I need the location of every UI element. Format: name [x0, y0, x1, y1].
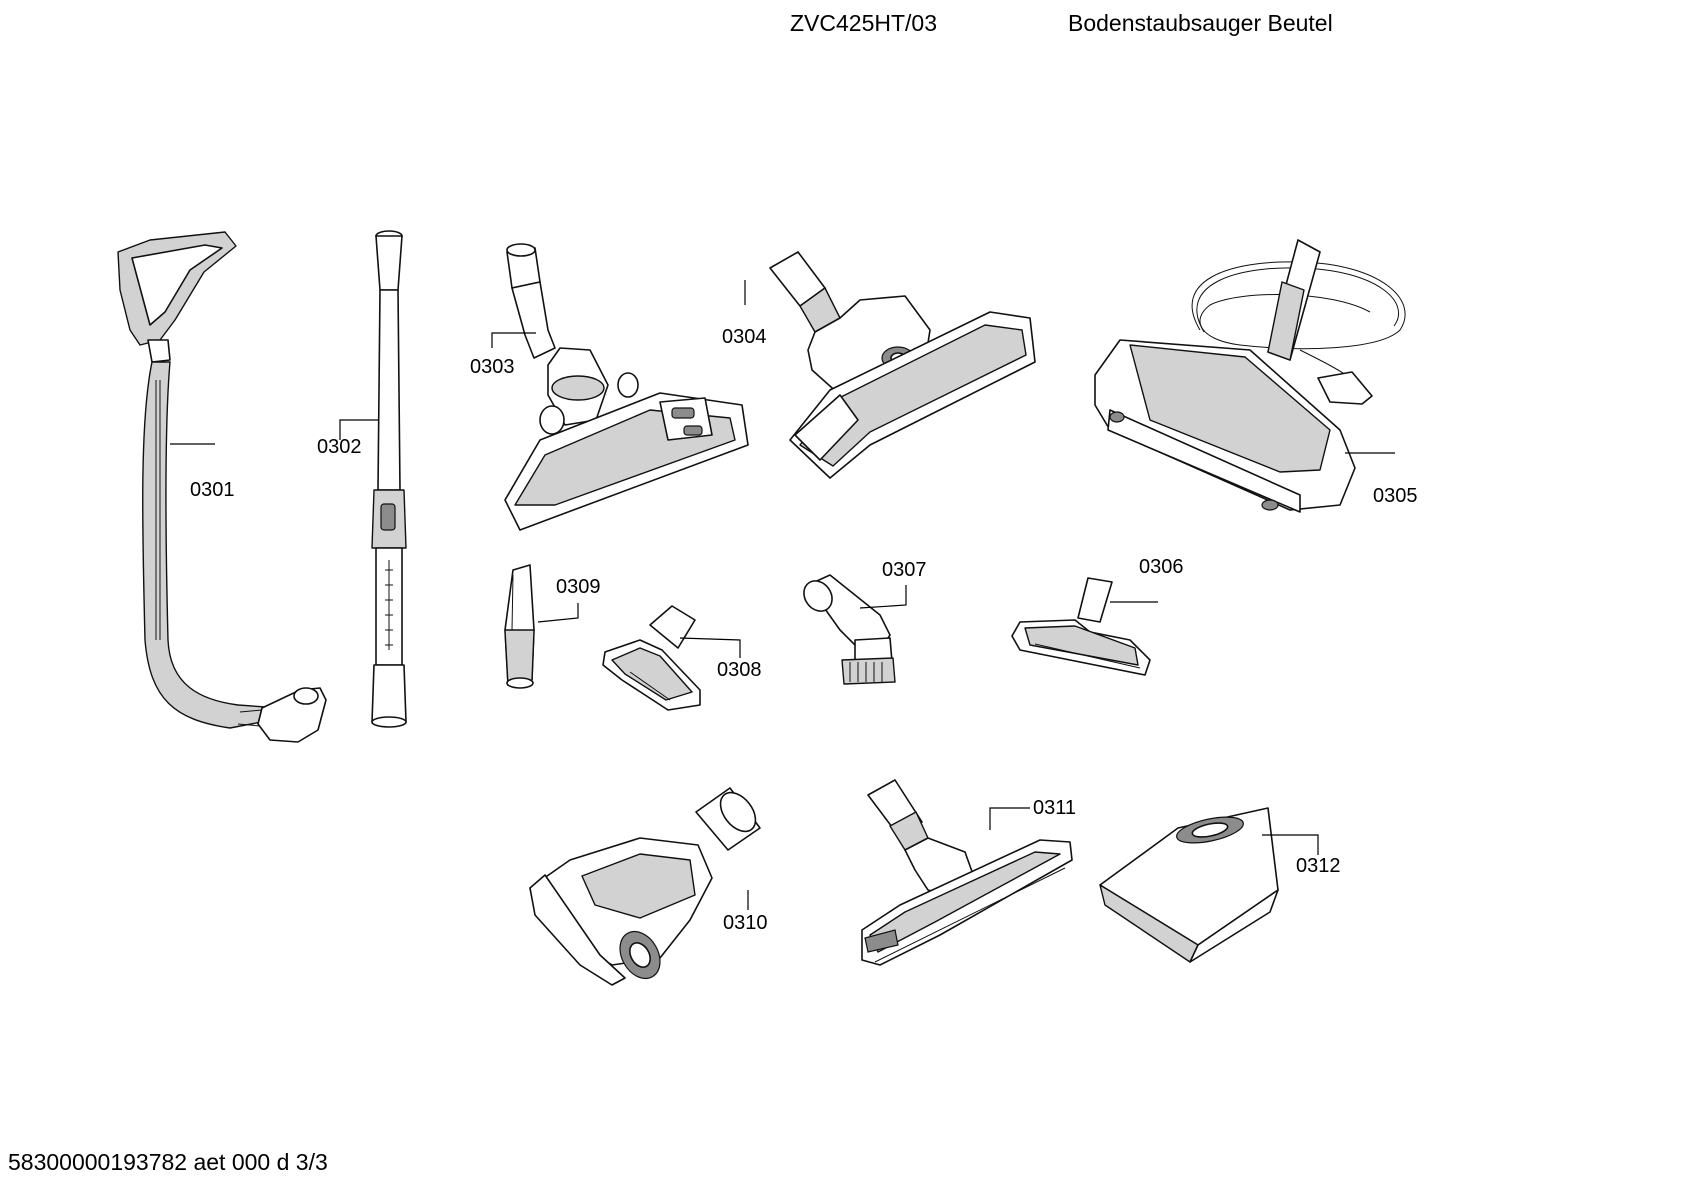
leader-line-0311 [989, 807, 1030, 830]
upholstery-nozzle-icon[interactable] [1011, 577, 1151, 676]
model-number: ZVC425HT/03 [790, 10, 938, 36]
leader-line-0312 [1262, 834, 1319, 855]
telescopic-tube-icon[interactable] [371, 230, 407, 728]
part-label-0305[interactable]: 0305 [1373, 485, 1418, 507]
leader-line-0302 [339, 419, 378, 440]
leader-line-0309 [537, 603, 579, 623]
product-description: Bodenstaubsauger Beutel [1068, 10, 1333, 36]
part-label-0302[interactable]: 0302 [317, 436, 362, 458]
electro-brush-icon[interactable] [1094, 239, 1406, 513]
leader-line-0303 [491, 332, 536, 348]
floor-nozzle-icon[interactable] [504, 243, 749, 531]
part-label-0303[interactable]: 0303 [470, 356, 515, 378]
turbo-nozzle-icon[interactable] [769, 251, 1036, 479]
part-label-0306[interactable]: 0306 [1139, 556, 1184, 578]
hose-icon[interactable] [117, 231, 327, 743]
part-label-0310[interactable]: 0310 [723, 912, 768, 934]
dust-bag-icon[interactable] [1099, 807, 1279, 963]
dusting-brush-icon[interactable] [798, 574, 896, 685]
part-label-0312[interactable]: 0312 [1296, 855, 1341, 877]
upholstery-nozzle-small-icon[interactable] [602, 605, 701, 711]
part-label-0307[interactable]: 0307 [882, 559, 927, 581]
part-label-0309[interactable]: 0309 [556, 576, 601, 598]
turbo-brush-icon[interactable] [529, 786, 763, 986]
part-label-0304[interactable]: 0304 [722, 326, 767, 348]
document-reference: 58300000193782 aet 000 d 3/3 [8, 1149, 328, 1175]
crevice-nozzle-icon[interactable] [504, 564, 535, 689]
part-label-0308[interactable]: 0308 [717, 659, 762, 681]
part-label-0311[interactable]: 0311 [1033, 797, 1076, 819]
parquet-nozzle-icon[interactable] [861, 779, 1073, 966]
part-label-0301[interactable]: 0301 [190, 479, 235, 501]
leader-line-0307 [859, 585, 907, 609]
leader-line-0308 [679, 637, 741, 658]
